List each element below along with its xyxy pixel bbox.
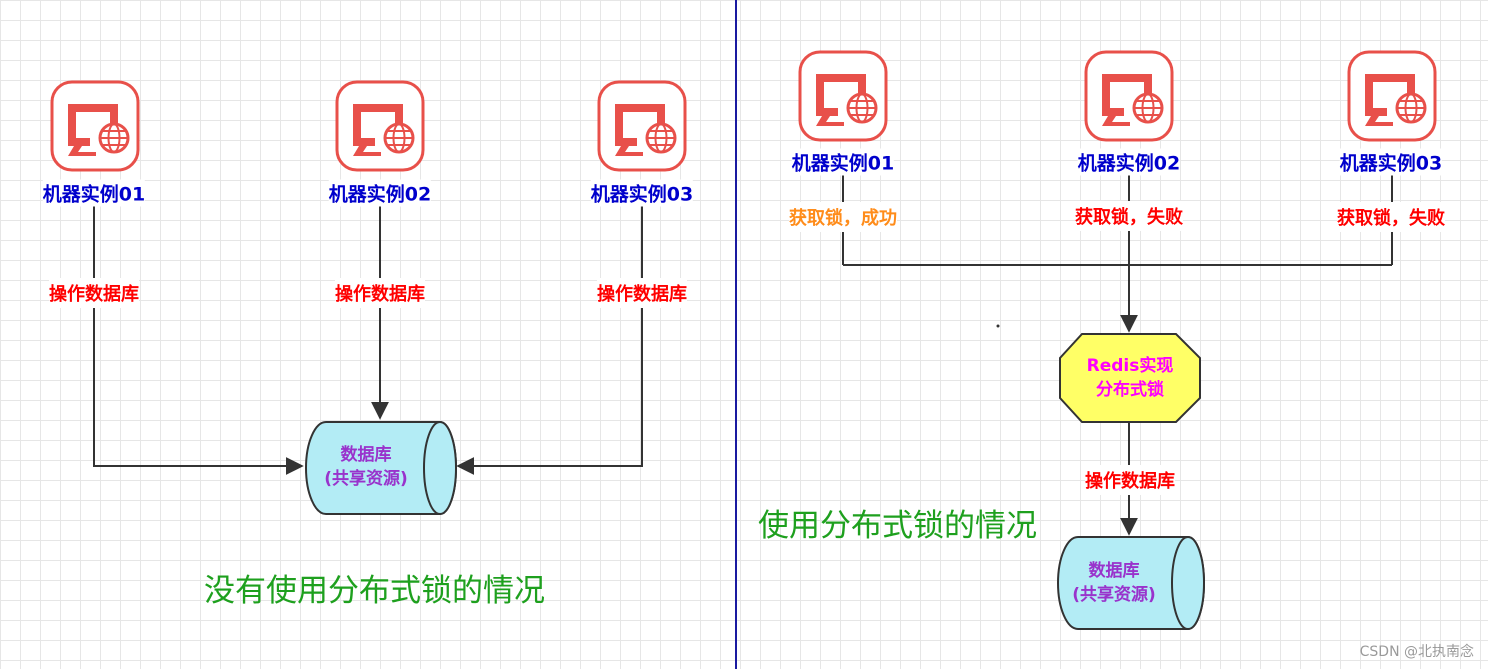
left-edge-machine-01-to-db — [93, 205, 304, 475]
redis-lock-subtitle: 分布式锁 — [1096, 380, 1164, 400]
left-edge-label-02: 操作数据库 — [335, 278, 425, 308]
computer-web-icon — [597, 80, 687, 172]
right-database-shape — [1057, 536, 1205, 630]
left-machine-02-label: 机器实例02 — [328, 179, 432, 207]
computer-web-icon — [335, 80, 425, 172]
right-machine-01-label: 机器实例01 — [791, 148, 895, 176]
left-machine-03-label: 机器实例03 — [590, 179, 694, 207]
right-lock-result-01: 获取锁，成功 — [789, 202, 897, 232]
right-edge-label: 操作数据库 — [1085, 465, 1175, 495]
watermark: CSDN @北执南念 — [1359, 644, 1474, 660]
right-lock-result-03: 获取锁，失败 — [1337, 202, 1445, 232]
left-database-subtitle: (共享资源) — [324, 469, 408, 489]
left-database-shape — [305, 421, 457, 515]
left-database-label: 数据库 (共享资源) — [324, 443, 408, 491]
computer-web-icon — [1084, 50, 1174, 142]
left-database-name: 数据库 — [340, 445, 392, 465]
left-machine-01-label: 机器实例01 — [42, 179, 146, 207]
computer-web-icon — [50, 80, 140, 172]
right-machine-02-label: 机器实例02 — [1077, 148, 1181, 176]
redis-lock-label: Redis实现 分布式锁 — [1087, 354, 1174, 402]
right-machine-03-label: 机器实例03 — [1339, 148, 1443, 176]
left-edge-label-01: 操作数据库 — [49, 278, 139, 308]
computer-web-icon — [1347, 50, 1437, 142]
right-caption: 使用分布式锁的情况 — [758, 508, 1037, 544]
right-database-name: 数据库 — [1088, 561, 1140, 581]
left-edge-label-03: 操作数据库 — [597, 278, 687, 308]
right-database-subtitle: (共享资源) — [1072, 585, 1156, 605]
right-lock-result-02: 获取锁，失败 — [1075, 201, 1183, 231]
computer-web-icon — [798, 50, 888, 142]
left-edge-machine-03-to-db — [456, 205, 643, 475]
redis-lock-title: Redis实现 — [1086, 356, 1174, 376]
redis-lock-shape — [1059, 333, 1201, 423]
left-caption: 没有使用分布式锁的情况 — [204, 573, 545, 609]
stray-dot — [996, 324, 1000, 328]
right-database-label: 数据库 (共享资源) — [1072, 559, 1156, 607]
